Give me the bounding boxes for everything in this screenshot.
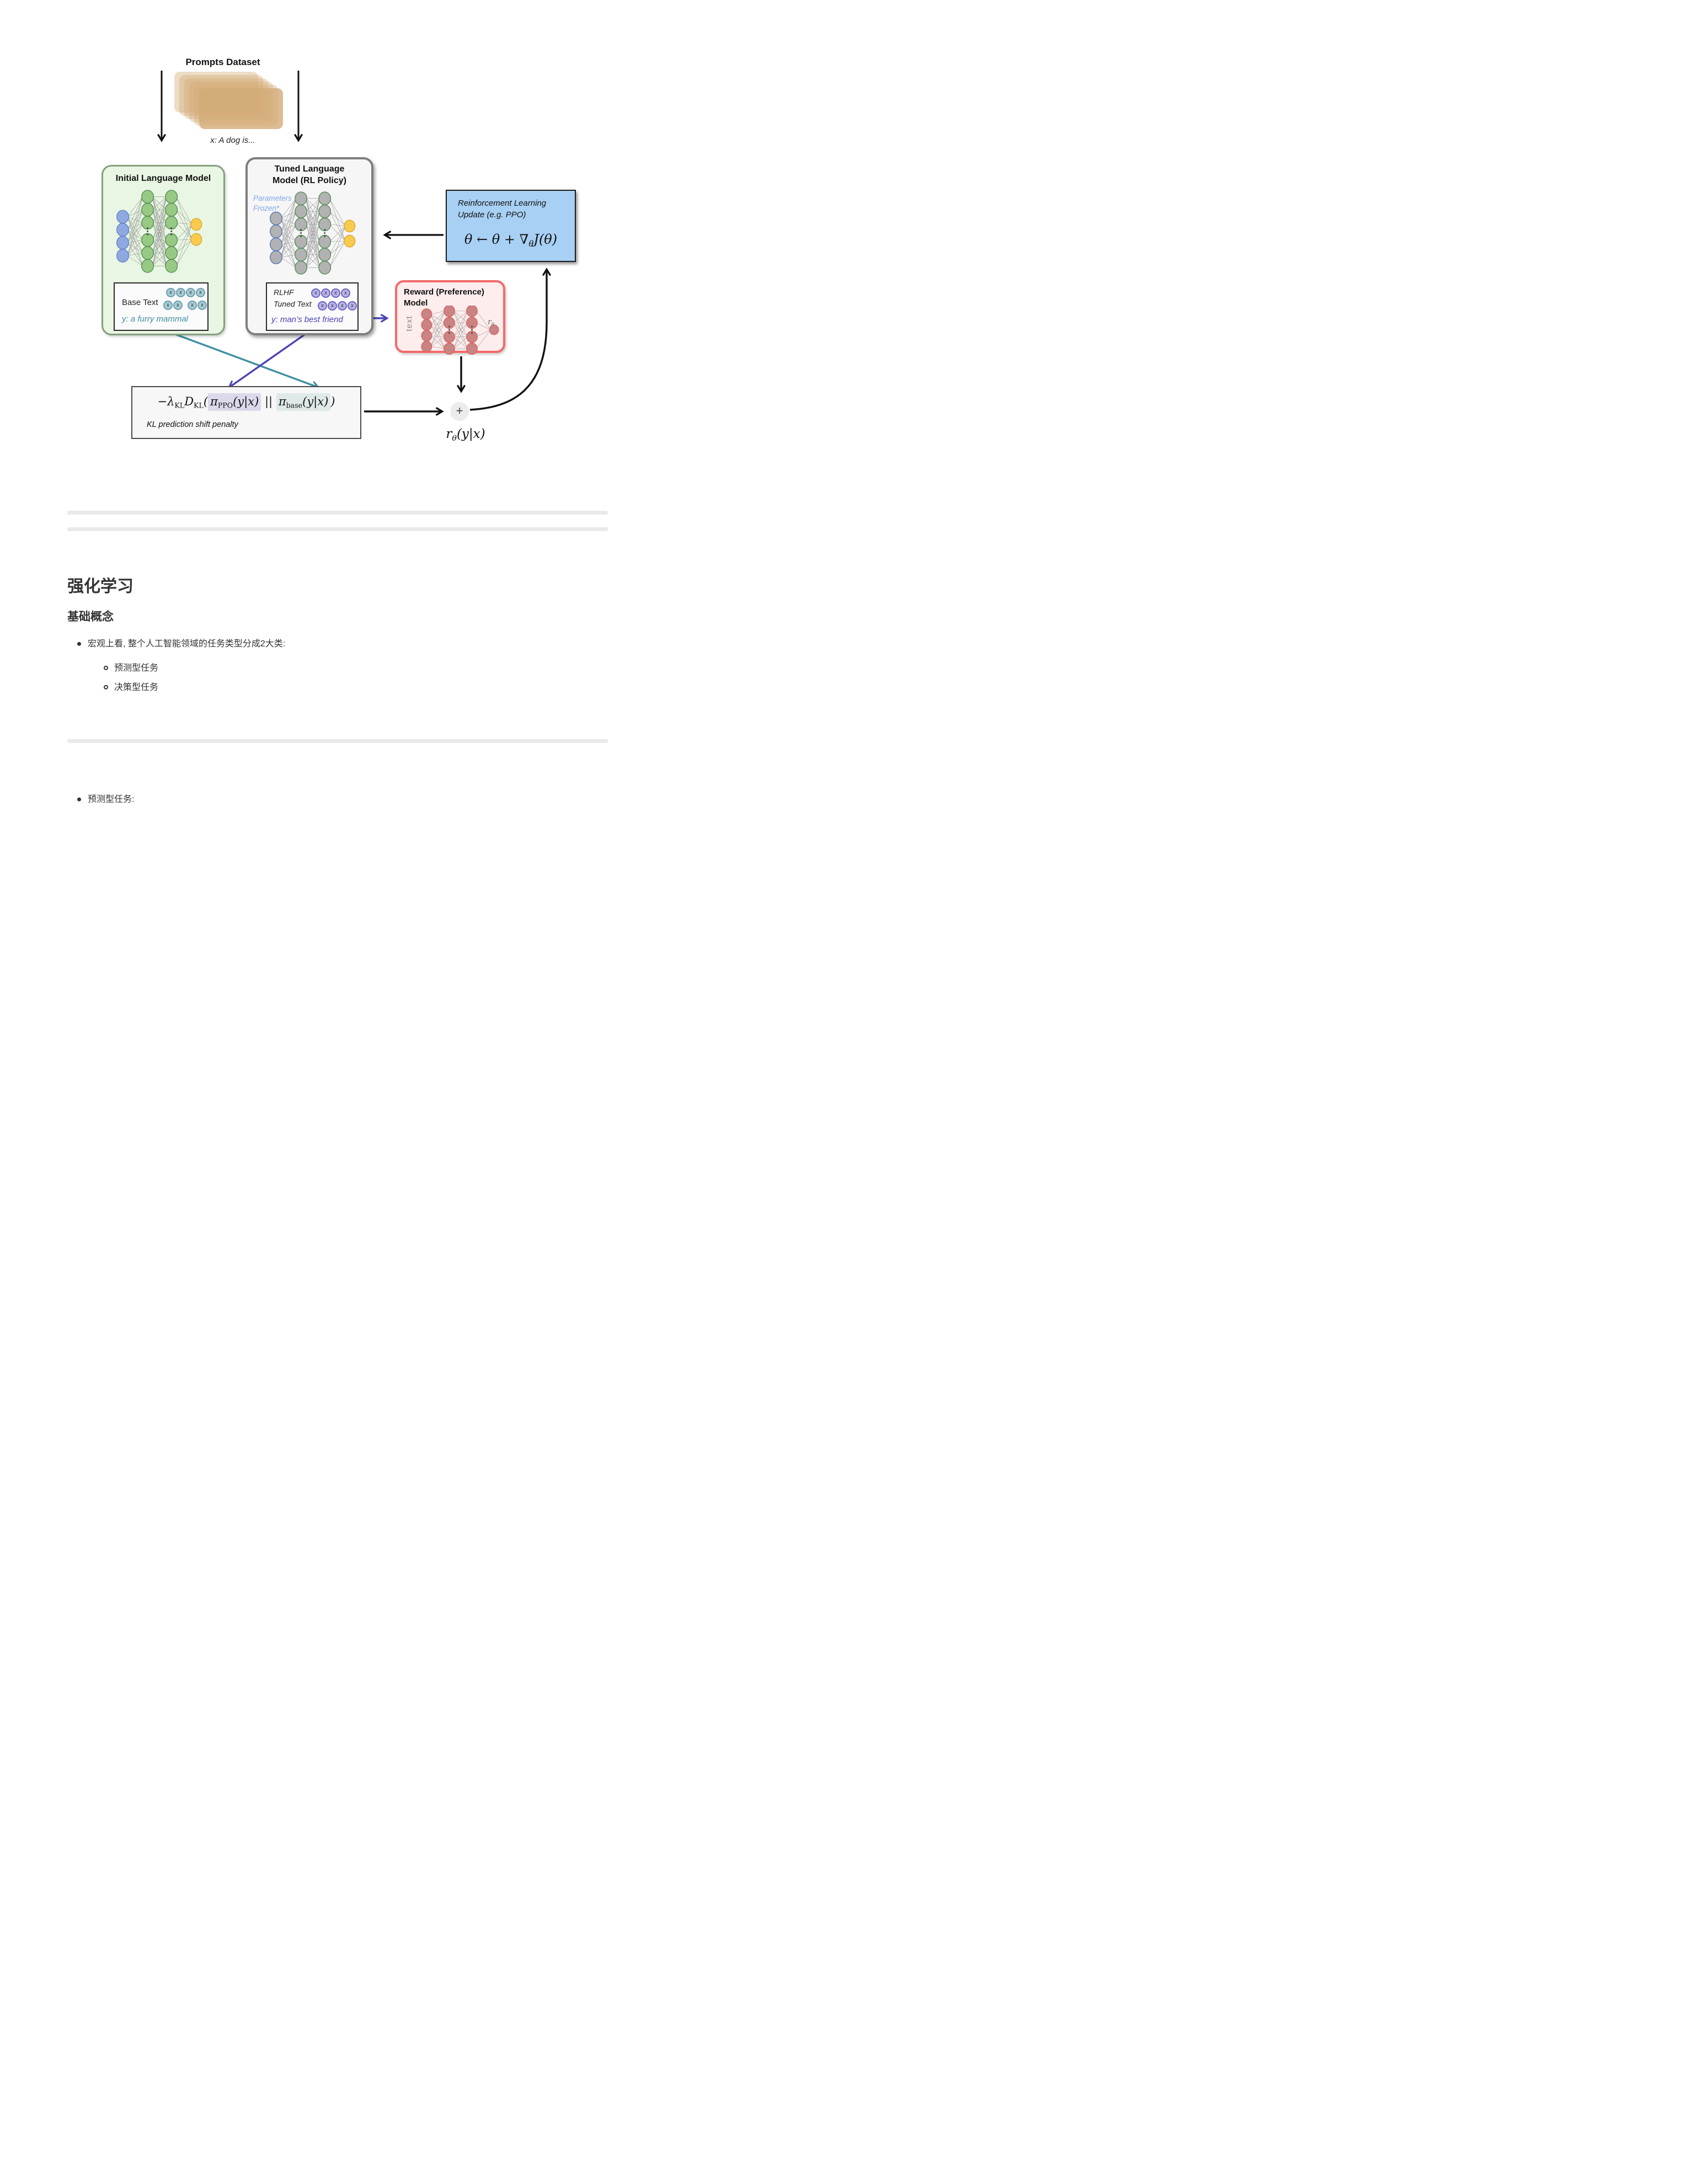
list-item: 决策型任务 <box>104 681 158 694</box>
initial-lm-title: Initial Language Model <box>115 174 211 183</box>
prompt-card <box>199 88 283 129</box>
token-row: x x <box>188 301 207 310</box>
bullet-icon <box>77 797 81 801</box>
token-x: x <box>197 301 207 310</box>
kl-caption: KL prediction shift penalty <box>147 420 238 429</box>
pi-ppo-term: πPPO(y|x) <box>208 393 261 411</box>
token-x: x <box>173 301 183 310</box>
token-x: x <box>176 288 185 297</box>
section-heading: 基础概念 <box>67 611 114 623</box>
tuned-sample-text: y: man’s best friend <box>271 315 343 324</box>
reward-model-box: Reward (Preference) Model text rθ <box>395 280 505 355</box>
rl-update-box: Reinforcement Learning Update (e.g. PPO)… <box>446 190 576 262</box>
reward-input-label: text <box>404 315 414 331</box>
tuned-text-label: Tuned Text <box>274 299 312 308</box>
rl-update-formula: θ ← θ + ∇θJ(θ) <box>464 232 558 249</box>
token-x: x <box>318 301 327 311</box>
token-row: x x x x <box>166 288 205 297</box>
reward-model-network <box>421 306 499 355</box>
page: Prompts Dataset x: A dog is... Initial L… <box>0 0 675 874</box>
rlhf-tuned-text-box: RLHF Tuned Text x x x x x x x x y: man’s… <box>266 282 359 331</box>
list-item: 预测型任务 <box>104 662 158 675</box>
list-item-text: 决策型任务 <box>114 683 159 692</box>
parameters-frozen-note: Parameters Frozen* <box>253 194 292 212</box>
tuned-lm-network <box>270 191 356 275</box>
circle-bullet-icon <box>104 666 108 670</box>
list-item: 宏观上看, 整个人工智能领域的任务类型分成2大类: <box>77 638 285 650</box>
reward-model-title: Reward (Preference) Model <box>404 287 484 308</box>
base-text-output-box: Base Text x x x x x x x x y: a furry mam… <box>114 282 209 331</box>
divider <box>67 527 608 531</box>
token-x: x <box>338 301 347 311</box>
arrow-initial-sample-to-kl-base <box>172 332 320 389</box>
rl-update-title: Reinforcement Learning Update (e.g. PPO) <box>458 199 547 220</box>
initial-lm-network <box>116 190 202 273</box>
reward-output-formula: rθ(y|x) <box>446 427 485 443</box>
tuned-lm-title: Tuned Language Model (RL Policy) <box>273 164 346 185</box>
base-sample-text: y: a furry mammal <box>122 314 189 324</box>
list-item-text: 预测型任务 <box>114 663 159 673</box>
reward-score-label: rθ <box>488 318 494 328</box>
rlhf-label: RLHF <box>274 288 294 297</box>
arrow-tuned-sample-to-kl-ppo <box>227 332 307 389</box>
list-item-text: 宏观上看, 整个人工智能领域的任务类型分成2大类: <box>88 639 286 649</box>
list-item: 预测型任务: <box>77 793 134 806</box>
token-row: x x <box>163 301 183 310</box>
token-x: x <box>341 288 350 298</box>
token-row: x x x x <box>311 288 350 298</box>
tuned-language-model-box: Tuned Language Model (RL Policy) Paramet… <box>245 157 373 335</box>
token-x: x <box>311 288 320 298</box>
kl-penalty-box: −λKLDKL(πPPO(y|x) || πbase(y|x)) KL pred… <box>131 386 361 439</box>
pi-base-term: πbase(y|x) <box>276 393 331 411</box>
base-text-label: Base Text <box>122 298 158 307</box>
initial-language-model-box: Initial Language Model Base Text x x x x… <box>102 165 225 335</box>
token-x: x <box>166 288 175 297</box>
page-title: 强化学习 <box>67 577 133 596</box>
token-x: x <box>186 288 195 297</box>
token-x: x <box>163 301 173 310</box>
token-x: x <box>328 301 337 311</box>
token-x: x <box>196 288 205 297</box>
prompts-dataset-title: Prompts Dataset <box>185 57 260 67</box>
token-x: x <box>321 288 330 298</box>
divider <box>67 511 608 515</box>
bullet-icon <box>77 642 81 646</box>
token-row: x x x x <box>318 301 357 311</box>
circle-bullet-icon <box>104 685 108 689</box>
sum-node: + <box>450 402 469 421</box>
prompts-card-stack <box>174 72 285 132</box>
kl-formula: −λKLDKL(πPPO(y|x) || πbase(y|x)) <box>132 393 360 411</box>
prompt-example-text: x: A dog is... <box>210 136 255 145</box>
token-x: x <box>348 301 357 311</box>
list-item-text: 预测型任务: <box>88 795 135 804</box>
token-x: x <box>331 288 340 298</box>
token-x: x <box>188 301 197 310</box>
divider <box>67 739 608 743</box>
